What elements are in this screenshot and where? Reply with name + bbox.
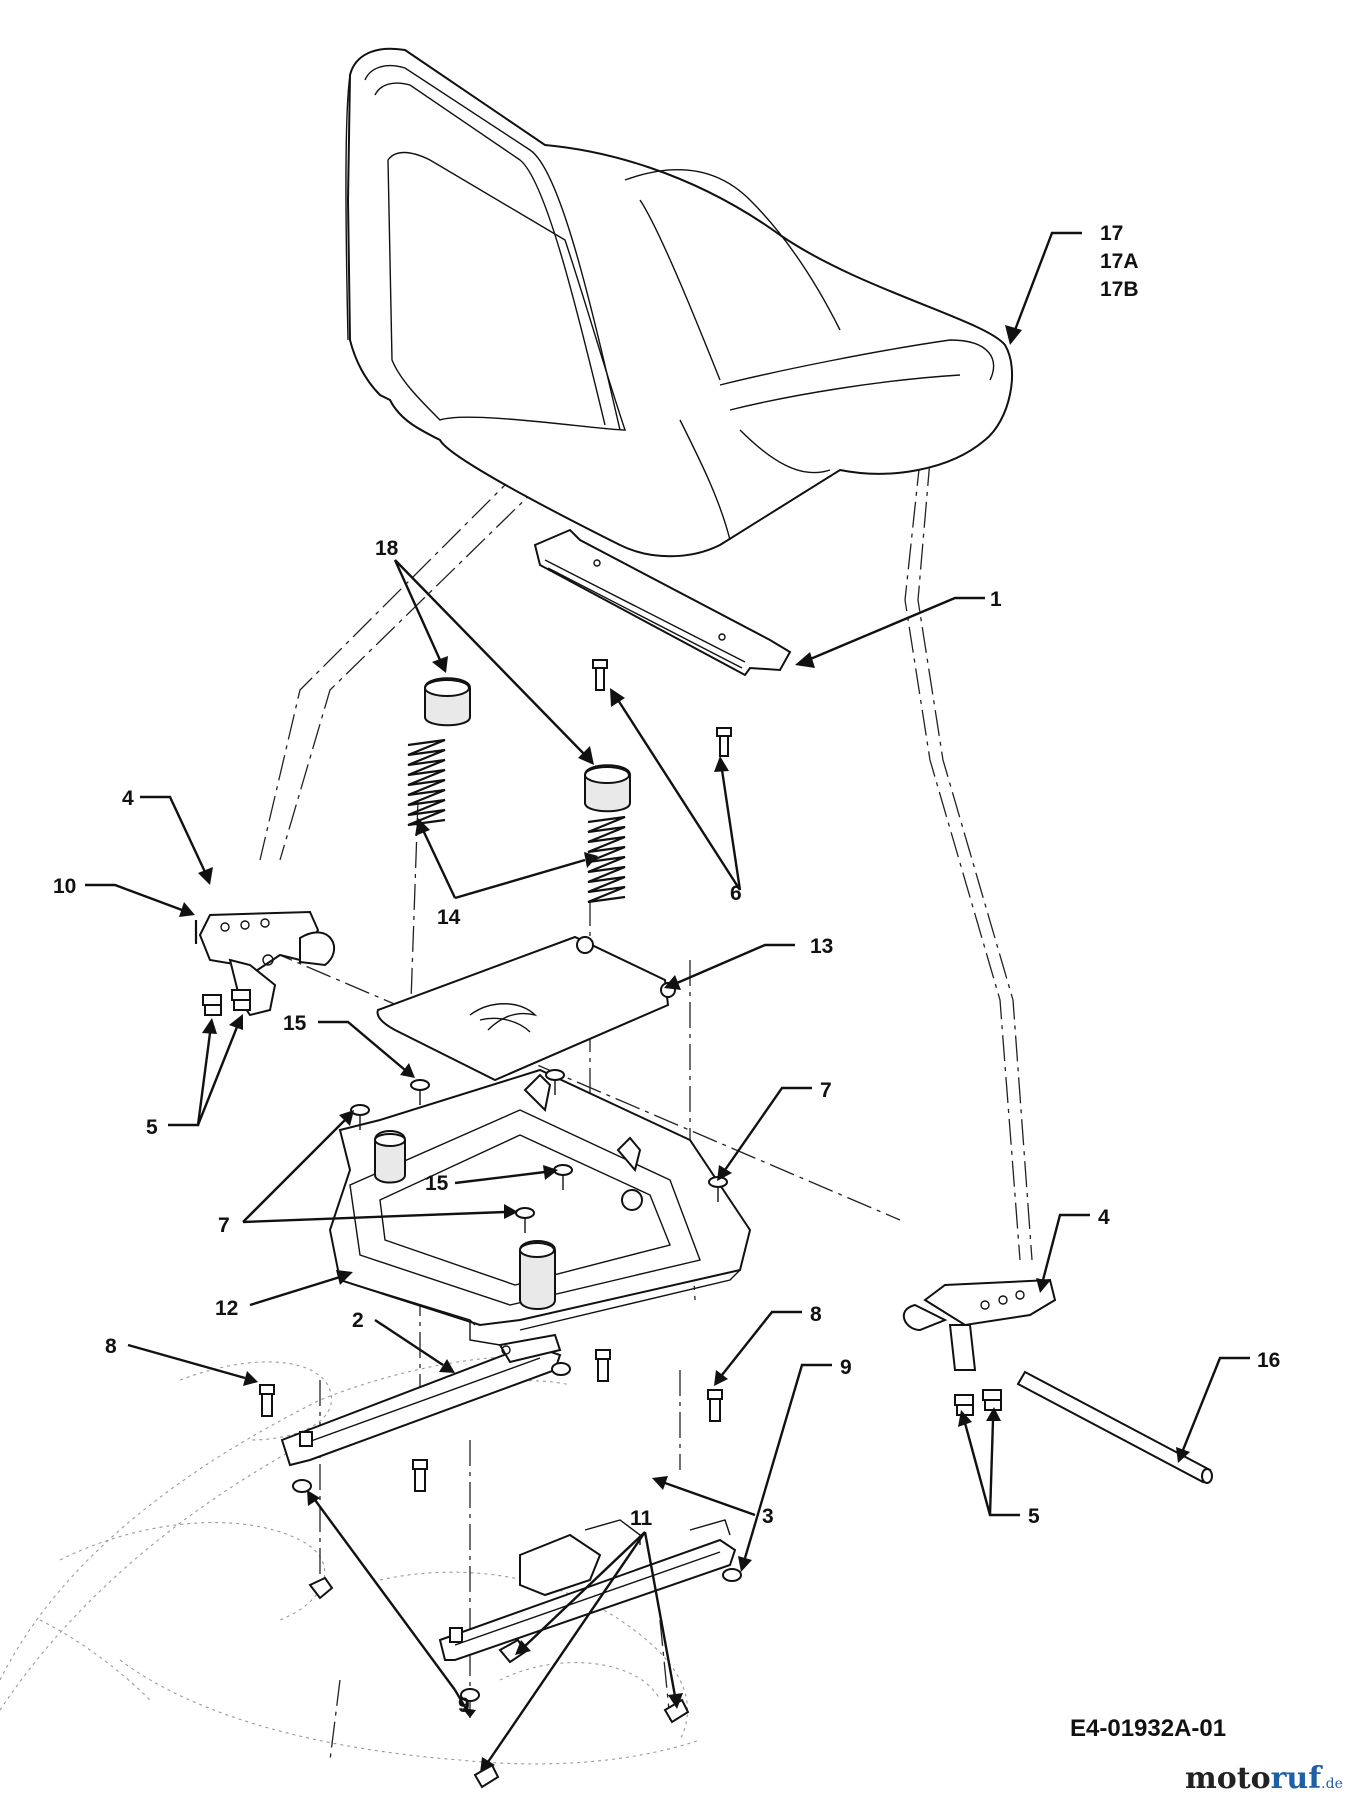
spring-cap-part <box>424 677 631 813</box>
pivot-rod-part <box>1016 1370 1213 1484</box>
callout-17b: 17B <box>1100 278 1139 301</box>
svg-text:motoruf.de: motoruf.de <box>1185 1761 1343 1796</box>
bolt-8-part <box>259 1349 723 1492</box>
seat-base-pan-part <box>328 1068 752 1346</box>
bolt-5-left-part <box>202 989 251 1016</box>
leader-lines <box>85 231 1250 1773</box>
callout-16: 16 <box>1257 1349 1280 1372</box>
callout-12: 12 <box>215 1297 238 1320</box>
watermark-logo: motoruf.de <box>1185 1761 1343 1796</box>
callout-3: 3 <box>762 1505 774 1528</box>
callout-5-left: 5 <box>146 1116 158 1139</box>
right-bracket-part <box>902 1278 1057 1371</box>
screw-part <box>350 1069 728 1233</box>
callout-8-right: 8 <box>810 1303 822 1326</box>
spring-part <box>407 738 626 904</box>
seat-rail-left-part <box>280 1333 562 1467</box>
seat-rail-right-part <box>438 1519 737 1661</box>
clip-nut-part <box>308 1576 690 1789</box>
callout-4-right: 4 <box>1098 1206 1110 1229</box>
callout-14: 14 <box>437 906 461 929</box>
callout-5-right: 5 <box>1028 1505 1040 1528</box>
assembly-centerlines <box>259 459 1033 1761</box>
callout-4-left: 4 <box>122 787 134 810</box>
callout-10: 10 <box>53 875 76 898</box>
callout-11: 11 <box>630 1507 653 1530</box>
callout-9-bottom: 9 <box>458 1694 470 1717</box>
callout-17: 17 <box>1100 222 1123 245</box>
callout-8-left: 8 <box>105 1335 117 1358</box>
callout-13: 13 <box>810 935 833 958</box>
callout-7-left: 7 <box>218 1214 230 1237</box>
callout-18: 18 <box>375 537 399 560</box>
bolt-6-part <box>592 659 732 757</box>
watermark-text-c: .de <box>1321 1776 1343 1792</box>
seat-pan-plate-part <box>533 528 792 677</box>
callout-7-right: 7 <box>820 1079 832 1102</box>
seat-part <box>345 47 1013 558</box>
nut-part <box>292 1362 742 1702</box>
callout-6: 6 <box>730 882 742 905</box>
callout-9-right: 9 <box>840 1356 852 1379</box>
callout-17a: 17A <box>1100 250 1139 273</box>
seat-adjust-plate-part <box>376 935 676 1082</box>
callout-15-top: 15 <box>283 1012 307 1035</box>
callout-15-lower: 15 <box>425 1172 449 1195</box>
watermark-text-a: moto <box>1185 1761 1271 1796</box>
callout-1: 1 <box>990 588 1002 611</box>
watermark-text-b: ruf <box>1271 1761 1324 1796</box>
drawing-part-code: E4-01932A-01 <box>1070 1715 1226 1742</box>
callout-labels: 17 17A 17B 18 1 4 10 6 14 13 15 7 5 15 7… <box>53 222 1280 1717</box>
callout-2: 2 <box>352 1309 364 1332</box>
